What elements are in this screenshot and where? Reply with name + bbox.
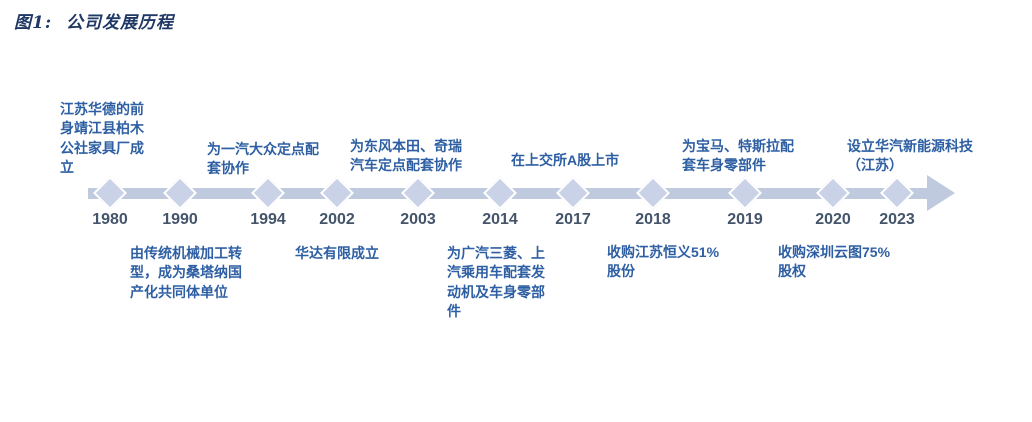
year-label-2017: 2017 <box>555 211 591 228</box>
year-label-2018: 2018 <box>635 211 671 228</box>
year-label-2019: 2019 <box>727 211 763 228</box>
annotation-2018: 收购江苏恒义51%股份 <box>607 244 720 280</box>
annotation-2017: 在上交所A股上市 <box>511 152 620 168</box>
timeline-marker-1994 <box>251 176 285 210</box>
timeline-marker-2017 <box>556 176 590 210</box>
annotation-2019: 为宝马、特斯拉配套车身零部件 <box>682 138 794 174</box>
timeline-marker-2014 <box>483 176 517 210</box>
timeline-marker-1980 <box>93 176 127 210</box>
year-label-2023: 2023 <box>879 211 915 228</box>
timeline-marker-2019 <box>728 176 762 210</box>
year-label-1980: 1980 <box>92 211 128 228</box>
figure-title: 图1: 公司发展历程 <box>14 13 174 33</box>
year-label-2003: 2003 <box>400 211 436 228</box>
timeline-arrow-head-icon <box>927 175 955 211</box>
year-label-1994: 1994 <box>250 211 286 228</box>
timeline-marker-2003 <box>401 176 435 210</box>
annotation-2014: 为广汽三菱、上汽乘用车配套发动机及车身零部件 <box>447 245 545 319</box>
timeline-marker-2020 <box>816 176 850 210</box>
timeline-marker-2018 <box>636 176 670 210</box>
annotation-2020: 收购深圳云图75%股权 <box>778 244 891 280</box>
timeline-marker-1990 <box>163 176 197 210</box>
annotation-2003: 为东风本田、奇瑞汽车定点配套协作 <box>350 138 462 174</box>
annotation-1994: 为一汽大众定点配套协作 <box>207 141 319 177</box>
annotation-1990: 由传统机械加工转型，成为桑塔纳国产化共同体单位 <box>130 245 242 300</box>
year-label-1990: 1990 <box>162 211 198 228</box>
year-label-2020: 2020 <box>815 211 851 228</box>
year-label-2002: 2002 <box>319 211 355 228</box>
year-label-2014: 2014 <box>482 211 518 228</box>
annotation-2002: 华达有限成立 <box>295 245 379 261</box>
annotation-2023: 设立华汽新能源科技（江苏） <box>847 138 973 174</box>
timeline-marker-2002 <box>320 176 354 210</box>
timeline-marker-2023 <box>880 176 914 210</box>
annotation-1980: 江苏华德的前身靖江县柏木公社家具厂成立 <box>60 101 144 175</box>
